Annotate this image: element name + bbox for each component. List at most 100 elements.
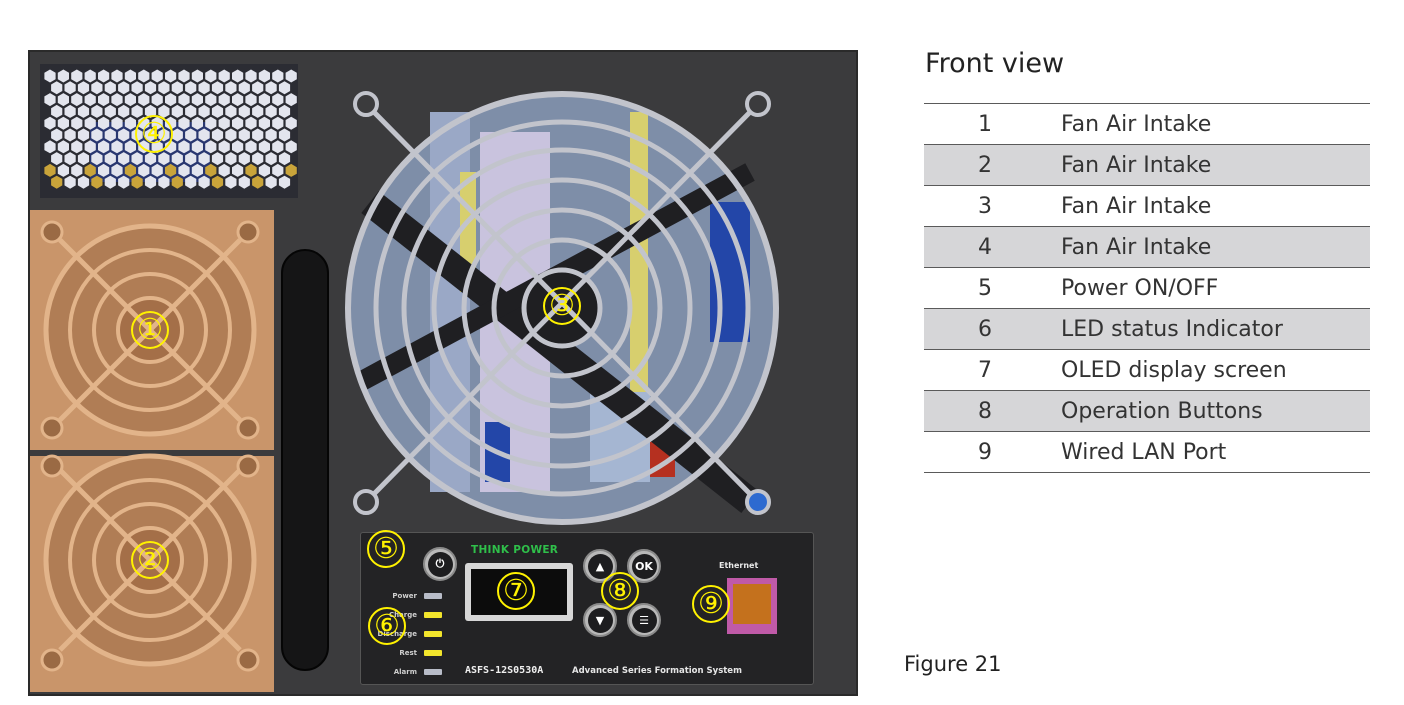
vent-hole (205, 116, 217, 130)
vent-hole (111, 116, 123, 130)
vent-hole (171, 81, 183, 95)
led-label-power: Power (392, 592, 417, 600)
vent-hole (191, 116, 203, 130)
vent-hole (158, 104, 170, 118)
vent-hole (91, 152, 103, 166)
vent-hole (211, 152, 224, 166)
brand-label: THINK POWER (471, 544, 559, 556)
carry-handle[interactable] (281, 249, 329, 671)
row-number: 1 (924, 103, 1046, 145)
row-number: 7 (924, 349, 1046, 391)
vent-hole (225, 175, 237, 189)
vent-hole (57, 93, 69, 107)
vent-hole (104, 104, 116, 118)
row-number: 2 (924, 144, 1046, 186)
vent-hole (64, 81, 76, 95)
callout-4: ④ (135, 115, 173, 153)
vent-hole (218, 93, 230, 107)
vent-hole (178, 93, 190, 107)
vent-hole (191, 69, 203, 83)
vent-hole (124, 116, 136, 130)
vent-hole (118, 152, 130, 166)
row-description: Wired LAN Port (1046, 431, 1370, 473)
row-description: OLED display screen (1046, 349, 1370, 391)
vent-hole (198, 175, 210, 189)
vent-hole (265, 152, 277, 166)
vent-hole (84, 69, 96, 83)
vent-hole (178, 69, 190, 83)
row-number: 5 (924, 267, 1046, 309)
vent-hole (165, 69, 177, 83)
vent-hole (205, 163, 217, 177)
vent-hole (51, 152, 63, 166)
triangle-up-icon: ▲ (595, 559, 605, 573)
vent-hole (211, 175, 224, 189)
ok-button[interactable]: OK (627, 549, 661, 583)
vent-hole (71, 93, 83, 107)
vent-hole (138, 69, 150, 83)
vent-hole (131, 152, 143, 166)
vent-grille (40, 64, 298, 198)
vent-hole (225, 128, 237, 142)
vent-hole (118, 104, 130, 118)
vent-hole (124, 93, 136, 107)
vent-hole (185, 104, 197, 118)
vent-hole (272, 69, 284, 83)
row-number: 8 (924, 390, 1046, 432)
vent-hole (77, 175, 90, 189)
vent-hole (64, 104, 76, 118)
vent-hole (278, 81, 291, 95)
vent-hole (151, 93, 163, 107)
row-description: Operation Buttons (1046, 390, 1370, 432)
vent-hole (158, 152, 170, 166)
led-label-rest: Rest (399, 649, 417, 657)
vent-hole (218, 69, 230, 83)
vent-hole (211, 81, 224, 95)
vent-hole (171, 104, 183, 118)
vent-hole (131, 175, 143, 189)
menu-icon: ☰ (639, 613, 649, 627)
vent-hole (57, 69, 69, 83)
vent-hole (178, 116, 190, 130)
vent-hole (265, 81, 277, 95)
device-front-illustration: ① ② ③ ④ THINK POWER ⏻ Power Charge Disch… (28, 50, 858, 696)
vent-hole (104, 81, 116, 95)
vent-hole (138, 163, 150, 177)
vent-hole (138, 93, 150, 107)
vent-hole (104, 175, 116, 189)
vent-hole (91, 104, 103, 118)
power-button[interactable]: ⏻ (423, 547, 457, 581)
vent-hole (225, 104, 237, 118)
vent-hole (245, 116, 257, 130)
vent-hole (191, 93, 203, 107)
row-number: 3 (924, 185, 1046, 227)
vent-hole (57, 163, 69, 177)
vent-hole (144, 104, 157, 118)
menu-button[interactable]: ☰ (627, 603, 661, 637)
vent-hole (211, 128, 224, 142)
vent-hole (151, 69, 163, 83)
vent-hole (91, 175, 103, 189)
led-label-alarm: Alarm (393, 668, 417, 676)
vent-hole (64, 152, 76, 166)
vent-hole (185, 81, 197, 95)
vent-hole (124, 163, 136, 177)
vent-hole (232, 163, 244, 177)
vent-hole (171, 152, 183, 166)
vent-hole (84, 93, 96, 107)
vent-hole (198, 104, 210, 118)
vent-hole (285, 163, 297, 177)
vent-hole (211, 104, 224, 118)
down-button[interactable]: ▼ (583, 603, 617, 637)
vent-hole (77, 81, 90, 95)
vent-hole (84, 163, 96, 177)
vent-hole (124, 140, 136, 154)
ethernet-port[interactable] (727, 578, 777, 634)
vent-hole (252, 175, 264, 189)
vent-hole (272, 140, 284, 154)
vent-hole (258, 140, 270, 154)
vent-hole (98, 140, 110, 154)
vent-hole (245, 93, 257, 107)
